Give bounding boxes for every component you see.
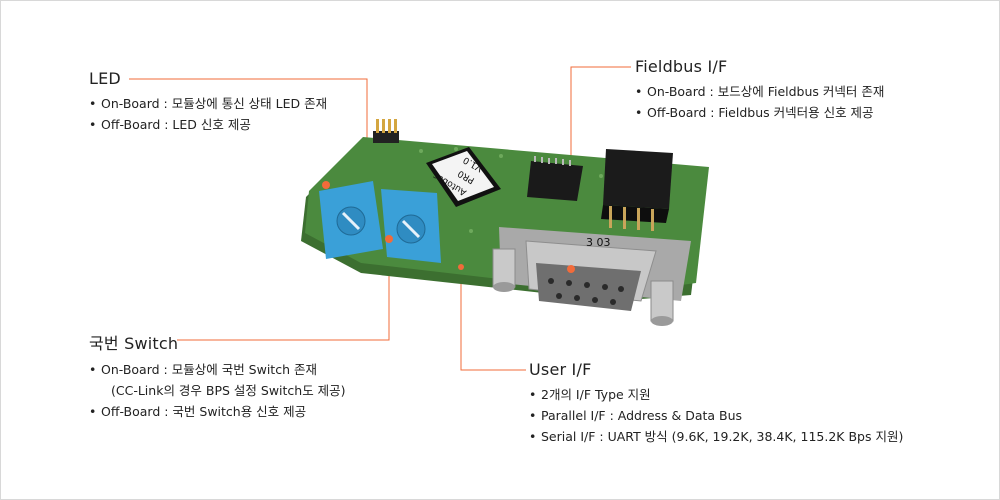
user-item: 2개의 I/F Type 지원: [529, 384, 903, 405]
fieldbus-connector: [601, 149, 673, 231]
fieldbus-callout: Fieldbus I/F On-Board : 보드상에 Fieldbus 커넥…: [635, 57, 884, 123]
ic-chip: [527, 156, 583, 201]
user-title: User I/F: [529, 360, 592, 379]
connector-label: 3 03: [586, 236, 611, 249]
user-items: 2개의 I/F Type 지원 Parallel I/F : Address &…: [529, 384, 903, 447]
switch-title: 국번 Switch: [89, 334, 179, 353]
led-item: On-Board : 모듈상에 통신 상태 LED 존재: [89, 93, 327, 114]
fieldbus-item: On-Board : 보드상에 Fieldbus 커넥터 존재: [635, 81, 884, 102]
standoff-right: [650, 280, 674, 322]
db9-connector: 3 03: [492, 227, 691, 326]
switch-items: On-Board : 모듈상에 국번 Switch 존재 (CC-Link의 경…: [89, 359, 346, 422]
user-item: Serial I/F : UART 방식 (9.6K, 19.2K, 38.4K…: [529, 426, 903, 447]
led-item: Off-Board : LED 신호 제공: [89, 114, 327, 135]
switch-item: Off-Board : 국번 Switch용 신호 제공: [89, 401, 346, 422]
user-marker-dot: [458, 264, 464, 270]
fieldbus-title: Fieldbus I/F: [635, 57, 728, 76]
pin-header: [373, 119, 399, 143]
rotary-switches: [319, 181, 441, 263]
switch-item: (CC-Link의 경우 BPS 설정 Switch도 제공): [111, 383, 346, 398]
switch-item: On-Board : 모듈상에 국번 Switch 존재: [89, 359, 346, 380]
user-leader-line: [460, 267, 526, 371]
fieldbus-items: On-Board : 보드상에 Fieldbus 커넥터 존재 Off-Boar…: [635, 81, 884, 123]
led-title: LED: [89, 69, 121, 88]
led-items: On-Board : 모듈상에 통신 상태 LED 존재 Off-Board :…: [89, 93, 327, 135]
switch-marker-dot: [385, 235, 393, 243]
marker-dots: [322, 181, 575, 273]
standoff-left: [492, 248, 516, 288]
fieldbus-marker-dot: [567, 265, 575, 273]
user-callout: User I/F 2개의 I/F Type 지원 Parallel I/F : …: [529, 360, 903, 447]
user-item: Parallel I/F : Address & Data Bus: [529, 405, 903, 426]
led-marker-dot: [322, 181, 330, 189]
led-callout: LED On-Board : 모듈상에 통신 상태 LED 존재 Off-Boa…: [89, 69, 327, 135]
fieldbus-item: Off-Board : Fieldbus 커넥터용 신호 제공: [635, 102, 884, 123]
switch-callout: 국번 Switch On-Board : 모듈상에 국번 Switch 존재 (…: [89, 330, 346, 422]
